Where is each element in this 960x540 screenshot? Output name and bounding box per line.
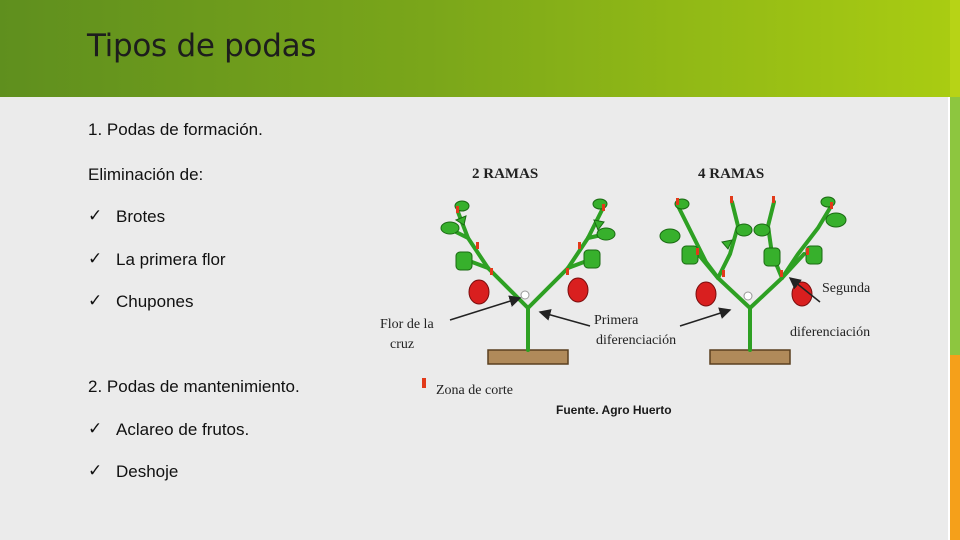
- edge-accent-top: [950, 0, 960, 97]
- list-item-text: La primera flor: [116, 250, 226, 269]
- label-segunda-line2: diferenciación: [790, 325, 870, 340]
- label-4-ramas: 4 RAMAS: [698, 166, 764, 182]
- list-item-text: Aclareo de frutos.: [116, 420, 250, 439]
- label-segunda-line1: Segunda: [822, 281, 871, 296]
- label-flor-cruz-line1: Flor de la: [380, 317, 434, 332]
- edge-divider: [948, 97, 950, 540]
- section-heading-mantenimiento: 2. Podas de mantenimiento.: [88, 377, 300, 396]
- cross-flower: [520, 290, 530, 300]
- list-item-text: Chupones: [116, 292, 194, 311]
- slide-title: Tipos de podas: [87, 28, 317, 64]
- list-item-text: Deshoje: [116, 462, 179, 481]
- pruning-diagram: 2 RAMAS 4 RAMAS: [380, 166, 871, 398]
- soil-block: [709, 349, 791, 365]
- cross-flower: [743, 291, 753, 301]
- checkmark-icon: ✓: [88, 291, 103, 310]
- edge-accent-bottom: [950, 355, 960, 540]
- list-item-text: Brotes: [116, 207, 166, 226]
- plant-two-branches: [440, 198, 616, 365]
- checkmark-icon: ✓: [88, 419, 103, 438]
- label-2-ramas: 2 RAMAS: [472, 166, 538, 182]
- label-primera-line1: Primera: [594, 313, 639, 328]
- checkmark-icon: ✓: [88, 206, 103, 225]
- label-flor-cruz-line2: cruz: [390, 337, 414, 352]
- cut-zone-marker: [422, 378, 426, 388]
- edge-accent-middle: [950, 97, 960, 355]
- eliminacion-label: Eliminación de:: [88, 165, 204, 184]
- label-zona-corte: Zona de corte: [436, 383, 513, 398]
- slide-header: Tipos de podas: [0, 0, 950, 97]
- label-primera-line2: diferenciación: [596, 333, 676, 348]
- section-heading-formacion: 1. Podas de formación.: [88, 120, 263, 139]
- checkmark-icon: ✓: [88, 249, 103, 268]
- checkmark-icon: ✓: [88, 461, 103, 480]
- soil-block: [487, 349, 569, 365]
- figure-caption: Fuente. Agro Huerto: [556, 403, 672, 417]
